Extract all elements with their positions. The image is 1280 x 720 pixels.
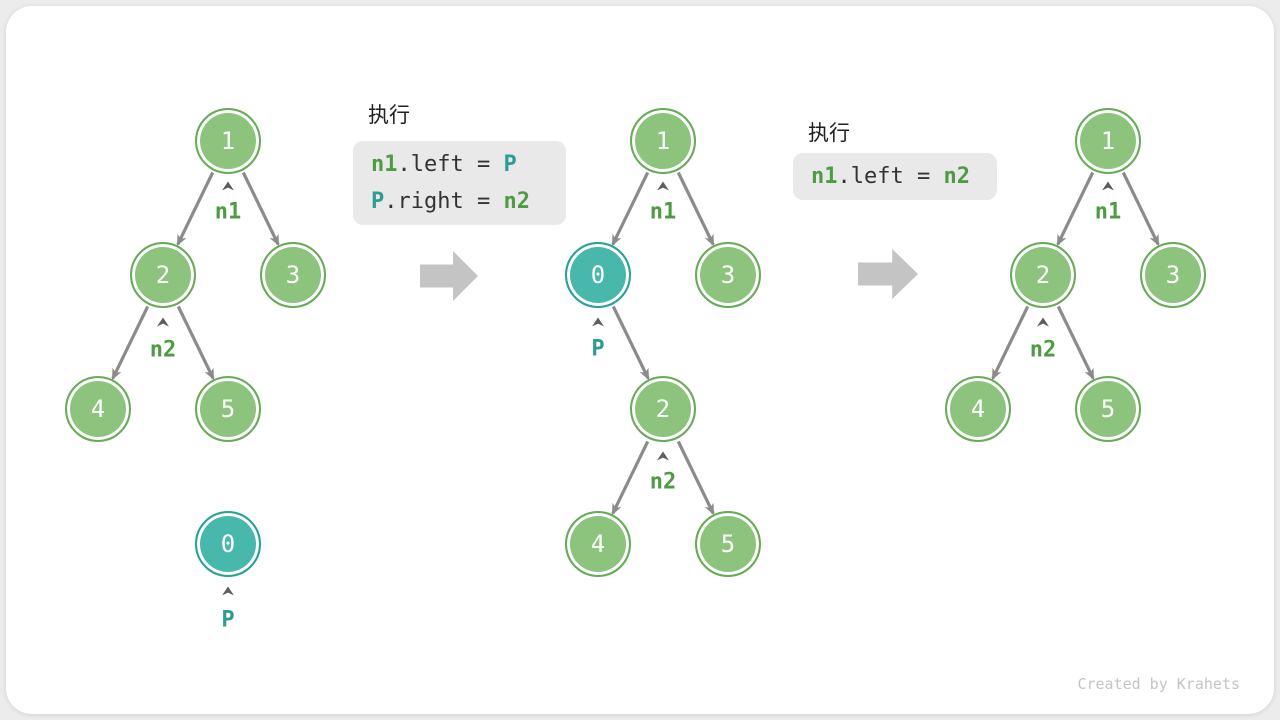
tree3-pointer-n2: n2: [1029, 337, 1057, 363]
tree2-pointer-n1: n1: [649, 199, 677, 225]
tree1-node-5: 5: [195, 376, 261, 442]
tree2-pointer-p: P: [591, 336, 605, 362]
tree1-node-3: 3: [260, 242, 326, 308]
tree3-node-3: 3: [1140, 242, 1206, 308]
code-block-step2: n1.left = n2: [793, 153, 997, 200]
tree1-node-4: 4: [65, 376, 131, 442]
tree2-pointer-n2: n2: [649, 469, 677, 495]
code-line: n1.left = P: [371, 146, 548, 183]
tree1-node-0-inserted: 0: [195, 511, 261, 577]
tree3-node-2: 2: [1010, 242, 1076, 308]
code-token-n1: n1: [371, 152, 398, 177]
tree1-pointer-p: P: [221, 607, 235, 633]
tree1-pointer-n1: n1: [214, 199, 242, 225]
tree2-node-3: 3: [695, 242, 761, 308]
code-token-right-assign: .right =: [384, 189, 504, 214]
tree1-node-2: 2: [130, 242, 196, 308]
footer-credit: Created by Krahets: [1077, 675, 1240, 693]
exec-label-step1: 执行: [368, 104, 410, 127]
code-token-n1: n1: [811, 164, 838, 189]
code-token-p: P: [503, 152, 517, 177]
tree3-node-1: 1: [1075, 108, 1141, 174]
tree2-node-5: 5: [695, 511, 761, 577]
code-block-step1: n1.left = P P.right = n2: [353, 141, 566, 225]
code-line: n1.left = n2: [811, 158, 979, 195]
code-token-p: P: [371, 189, 385, 214]
code-token-left-assign: .left =: [397, 152, 504, 177]
tree2-node-0-inserted: 0: [565, 242, 631, 308]
tree3-pointer-n1: n1: [1094, 199, 1122, 225]
tree3-node-5: 5: [1075, 376, 1141, 442]
figure-card: [6, 6, 1274, 714]
tree3-node-4: 4: [945, 376, 1011, 442]
tree2-node-2: 2: [630, 376, 696, 442]
code-token-n2: n2: [503, 189, 530, 214]
exec-label-step2: 执行: [808, 122, 850, 145]
code-token-left-assign: .left =: [837, 164, 944, 189]
code-token-n2: n2: [943, 164, 970, 189]
tree2-node-4: 4: [565, 511, 631, 577]
code-line: P.right = n2: [371, 183, 548, 220]
tree1-node-1: 1: [195, 108, 261, 174]
tree2-node-1: 1: [630, 108, 696, 174]
tree1-pointer-n2: n2: [149, 337, 177, 363]
